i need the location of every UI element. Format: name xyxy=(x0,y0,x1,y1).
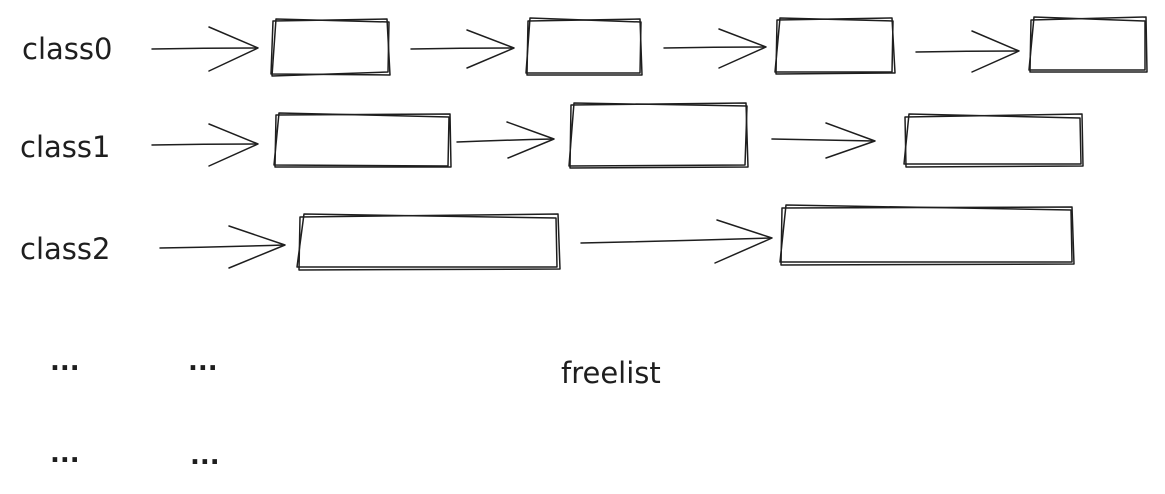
ellipsis-row2-col2: ... xyxy=(190,441,220,471)
block-class1-3 xyxy=(903,113,1084,168)
arrow-class1-head xyxy=(151,123,259,167)
ellipsis-row1-col2: ... xyxy=(188,347,218,377)
row-class0 xyxy=(151,16,1148,77)
arrow-class0-1 xyxy=(410,29,515,69)
arrow-class2-1 xyxy=(580,219,773,264)
block-class2-2 xyxy=(779,204,1075,266)
arrow-class0-2 xyxy=(663,28,767,69)
row-label-class1: class1 xyxy=(20,130,110,164)
arrow-class1-1 xyxy=(456,121,555,159)
freelist-caption: freelist xyxy=(561,356,661,390)
arrow-class1-2 xyxy=(771,122,876,159)
row-label-class2: class2 xyxy=(20,232,110,266)
row-class1 xyxy=(151,102,1084,169)
block-class0-1 xyxy=(270,18,391,77)
block-class1-2 xyxy=(568,102,749,169)
block-class0-2 xyxy=(525,17,643,76)
ellipsis-row2-col1: ... xyxy=(50,439,80,469)
arrow-class0-head xyxy=(151,26,259,72)
row-label-class0: class0 xyxy=(22,32,112,66)
arrow-class2-head xyxy=(159,225,286,269)
ellipsis-row1-col1: ... xyxy=(50,347,80,377)
block-class1-1 xyxy=(273,112,452,168)
arrow-class0-3 xyxy=(915,30,1020,73)
block-class2-1 xyxy=(296,213,561,271)
block-class0-3 xyxy=(774,17,896,75)
row-class2 xyxy=(159,204,1075,271)
block-class0-4 xyxy=(1028,16,1148,73)
